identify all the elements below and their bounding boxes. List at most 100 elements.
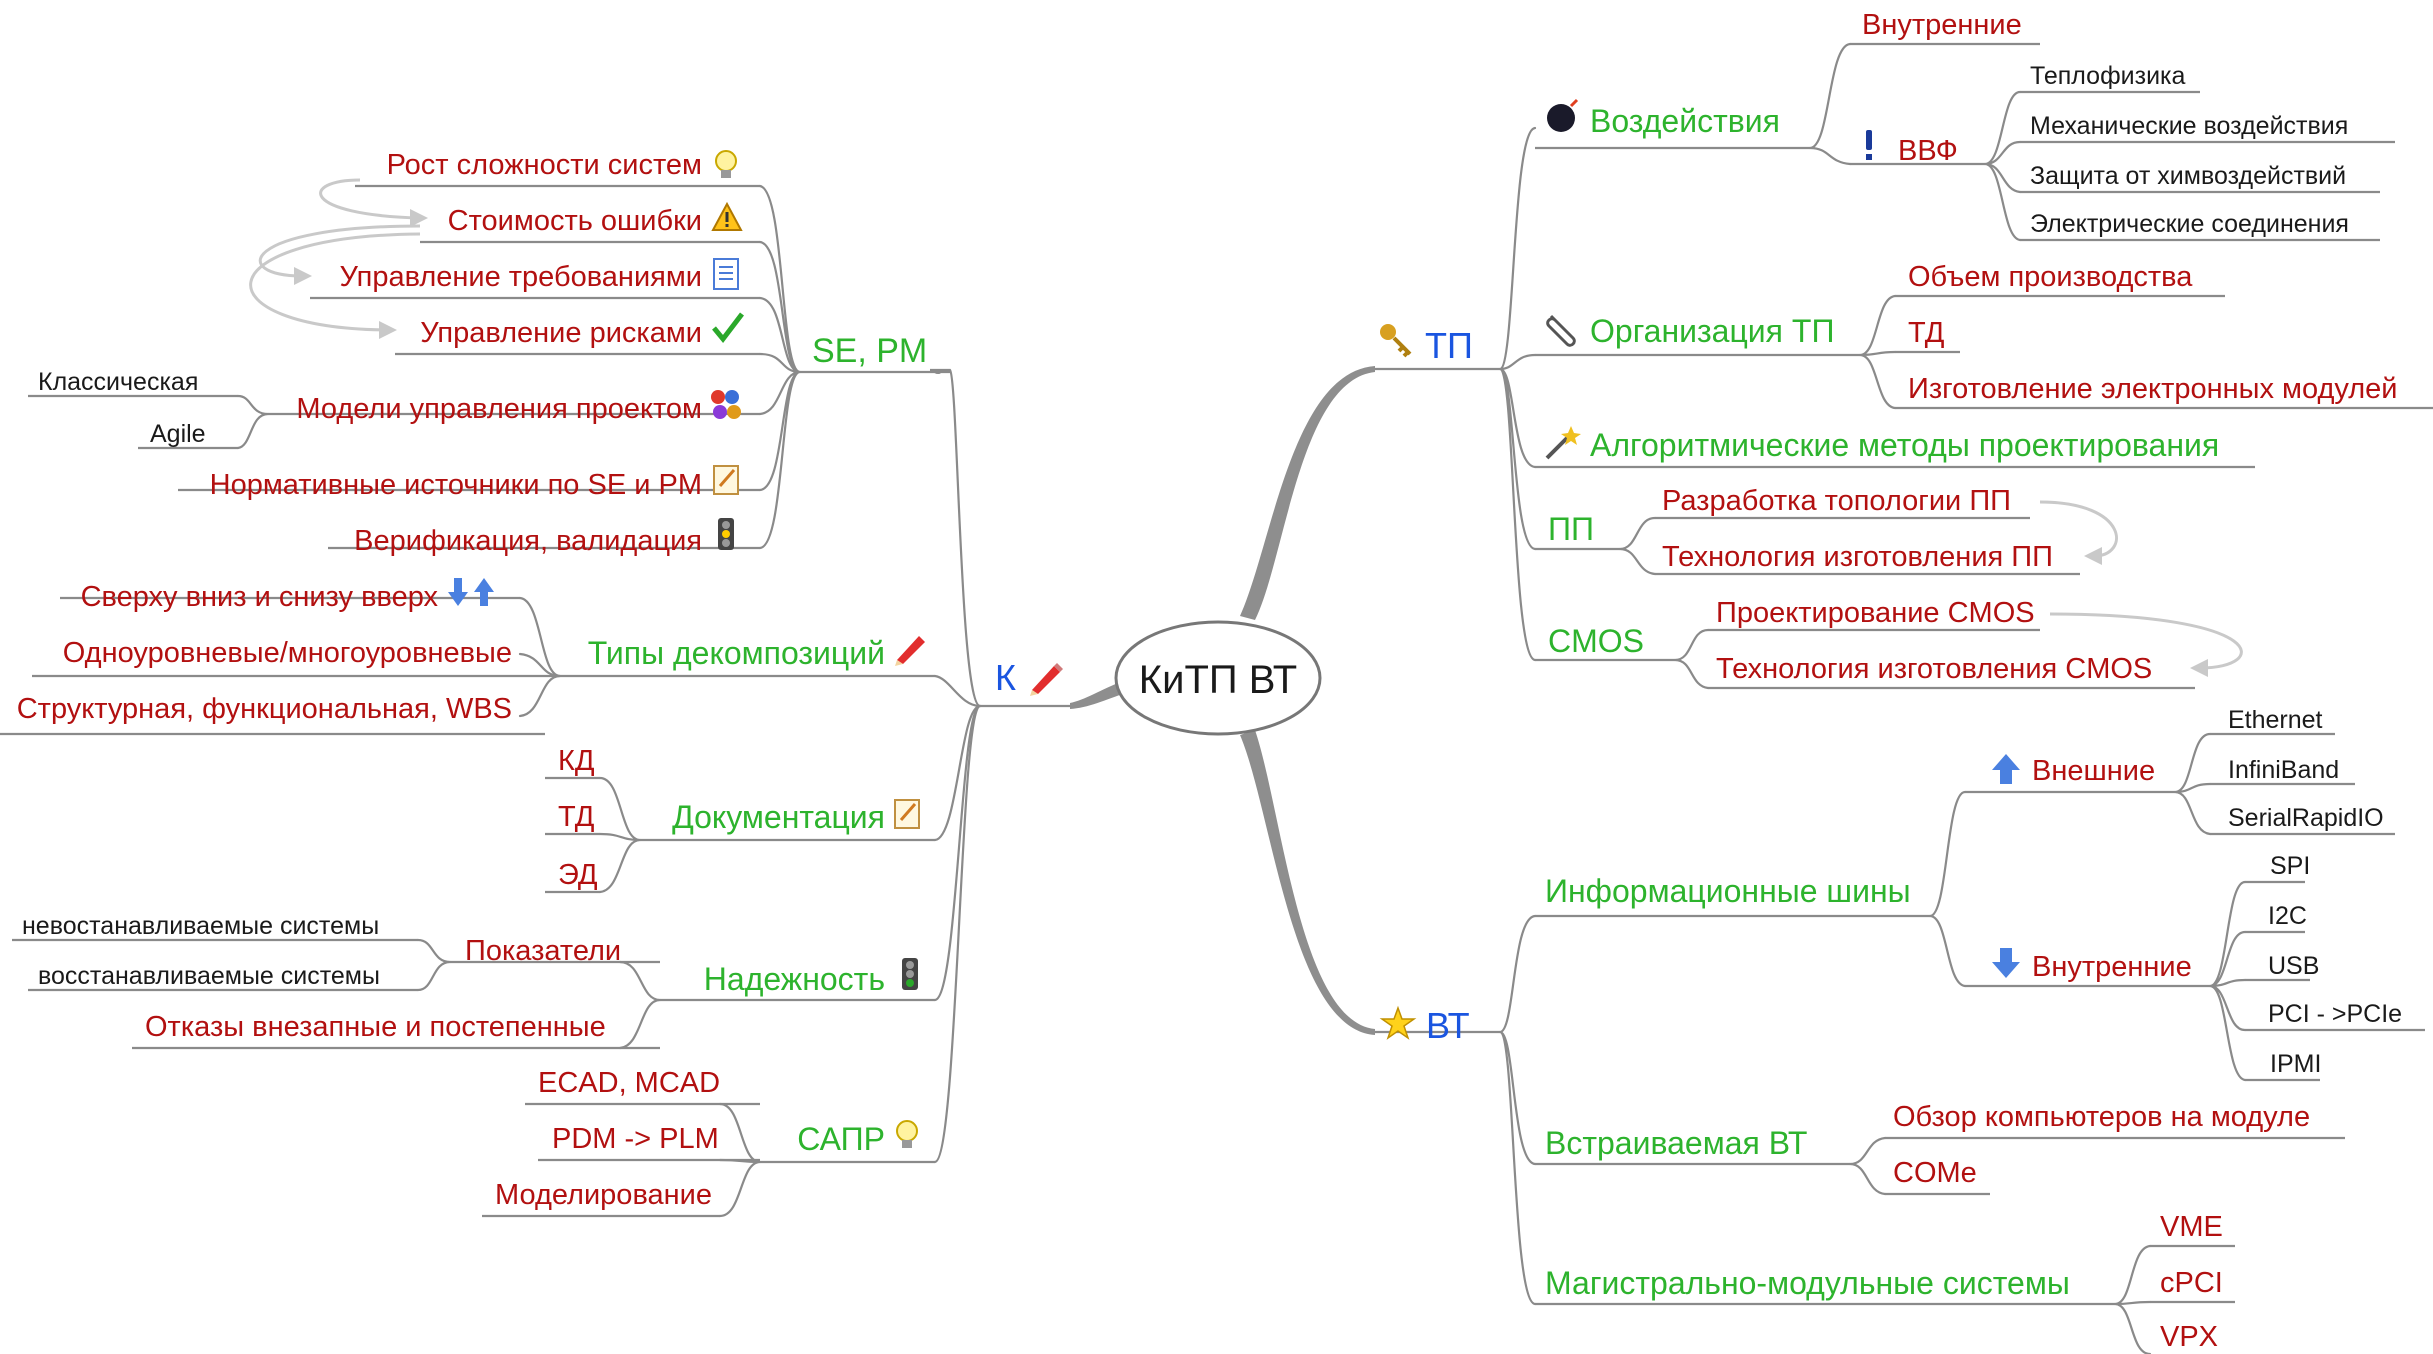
vvf-child-thermal[interactable]: Теплофизика bbox=[2030, 62, 2186, 90]
vvf-child-chemical[interactable]: Защита от химвоздействий bbox=[2030, 162, 2346, 190]
reliability-child-metrics[interactable]: Показатели bbox=[465, 935, 621, 967]
pcb-label[interactable]: ПП bbox=[1548, 511, 1594, 547]
edge-k-cad bbox=[933, 704, 982, 1164]
external-child-ethernet[interactable]: Ethernet bbox=[2228, 706, 2323, 734]
internal-child-usb[interactable]: USB bbox=[2268, 952, 2319, 980]
external-child-serialrapidio[interactable]: SerialRapidIO bbox=[2228, 804, 2384, 832]
modular-child-cpci[interactable]: cPCI bbox=[2160, 1267, 2223, 1299]
central-topic[interactable]: КиТП ВТ bbox=[1114, 620, 1322, 736]
decomp-child-topdown[interactable]: Сверху вниз и снизу вверх bbox=[81, 581, 439, 613]
note-icon bbox=[713, 465, 739, 495]
edge-metrics-children bbox=[416, 938, 452, 992]
internal-child-spi[interactable]: SPI bbox=[2270, 852, 2310, 880]
buses-label[interactable]: Информационные шины bbox=[1545, 873, 1911, 909]
right-top-subtree: ТП Воздействия Внутренние ВВФ Теплофизик… bbox=[1375, 9, 2433, 690]
metrics-child-nonrepairable[interactable]: невостанавливаемые системы bbox=[22, 912, 379, 940]
impact-label[interactable]: Воздействия bbox=[1590, 103, 1780, 139]
buses-child-internal[interactable]: Внутренние bbox=[2032, 951, 2192, 983]
pencil-icon bbox=[1030, 663, 1063, 696]
decomp-child-levels[interactable]: Одноуровневые/многоуровневые bbox=[63, 637, 512, 669]
cmos-child-design[interactable]: Проектирование CMOS bbox=[1716, 597, 2035, 629]
internal-child-ipmi[interactable]: IPMI bbox=[2270, 1050, 2321, 1078]
se-child-verification[interactable]: Верификация, валидация bbox=[354, 525, 702, 557]
edge-pcb-children bbox=[1618, 516, 1657, 576]
cmos-child-fabrication[interactable]: Технология изготовления CMOS bbox=[1716, 653, 2152, 685]
cad-child-modeling[interactable]: Моделирование bbox=[495, 1179, 712, 1211]
note-icon bbox=[894, 799, 920, 829]
k-label[interactable]: К bbox=[995, 657, 1016, 698]
edge-org-children bbox=[1858, 294, 1897, 410]
internal-child-i2c[interactable]: I2C bbox=[2268, 902, 2307, 930]
exclamation-icon bbox=[1866, 130, 1872, 160]
pm-model-classic[interactable]: Классическая bbox=[38, 368, 198, 396]
modular-child-vpx[interactable]: VPX bbox=[2160, 1321, 2218, 1353]
se-child-pm-models[interactable]: Модели управления проектом bbox=[296, 393, 702, 425]
buses-child-external[interactable]: Внешние bbox=[2032, 755, 2155, 787]
cad-child-pdm[interactable]: PDM -> PLM bbox=[552, 1123, 719, 1155]
edge-cmos-children bbox=[1673, 628, 1710, 690]
org-child-volume[interactable]: Объем производства bbox=[1908, 261, 2193, 293]
docs-child-kd[interactable]: КД bbox=[558, 745, 595, 777]
se-child-error-cost[interactable]: Стоимость ошибки bbox=[448, 205, 702, 237]
docs-child-ed[interactable]: ЭД bbox=[558, 859, 598, 891]
metrics-child-repairable[interactable]: восстанавливаемые системы bbox=[38, 962, 380, 990]
relation-arrow-cmos-design-to-fabrication bbox=[2049, 612, 2243, 670]
embedded-label[interactable]: Встраиваемая ВТ bbox=[1545, 1125, 1807, 1161]
edge-pm-models-children bbox=[236, 394, 270, 450]
list-icon bbox=[713, 258, 739, 290]
modular-label[interactable]: Магистрально-модульные системы bbox=[1545, 1265, 2070, 1301]
internal-child-pci[interactable]: PCI - >PCIe bbox=[2268, 1000, 2402, 1028]
docs-label[interactable]: Документация bbox=[672, 799, 885, 835]
arrows-down-up-icon bbox=[448, 578, 494, 606]
vvf-child-mechanical[interactable]: Механические воздействия bbox=[2030, 112, 2348, 140]
tp-label[interactable]: ТП bbox=[1425, 325, 1473, 366]
edge-modular-children bbox=[2113, 1244, 2152, 1354]
relation-arrow-error-to-requirements bbox=[258, 224, 421, 278]
se-child-standards[interactable]: Нормативные источники по SE и PM bbox=[210, 469, 702, 501]
pcb-child-fabrication[interactable]: Технология изготовления ПП bbox=[1662, 541, 2053, 573]
arrow-head bbox=[294, 267, 312, 285]
key-icon bbox=[1380, 324, 1412, 358]
decomp-label[interactable]: Типы декомпозиций bbox=[588, 635, 885, 671]
cad-child-ecad[interactable]: ECAD, MCAD bbox=[538, 1067, 720, 1099]
cad-label[interactable]: САПР bbox=[797, 1121, 885, 1157]
impact-child-vvf[interactable]: ВВФ bbox=[1898, 135, 1958, 167]
external-child-infiniband[interactable]: InfiniBand bbox=[2228, 756, 2339, 784]
impact-child-internal[interactable]: Внутренние bbox=[1862, 9, 2022, 41]
modular-child-vme[interactable]: VME bbox=[2160, 1211, 2223, 1243]
cmos-label[interactable]: CMOS bbox=[1548, 623, 1644, 659]
se-child-requirements[interactable]: Управление требованиями bbox=[340, 261, 703, 293]
se-child-risks[interactable]: Управление рисками bbox=[420, 317, 702, 349]
org-label[interactable]: Организация ТП bbox=[1590, 313, 1834, 349]
central-topic-shape bbox=[1114, 620, 1322, 736]
central-topic-label: КиТП ВТ bbox=[1139, 658, 1297, 702]
arrow-head bbox=[410, 209, 428, 227]
se-child-complexity[interactable]: Рост сложности систем bbox=[387, 149, 702, 181]
arrow-down-icon bbox=[1992, 948, 2020, 978]
reliability-child-failures[interactable]: Отказы внезапные и постепенные bbox=[145, 1011, 606, 1043]
edge-external-children bbox=[2173, 732, 2212, 836]
pm-model-agile[interactable]: Agile bbox=[150, 420, 206, 448]
bomb-icon bbox=[1547, 98, 1579, 132]
org-child-td[interactable]: ТД bbox=[1908, 317, 1945, 349]
edge-k-docs bbox=[933, 704, 982, 842]
se-pm-label[interactable]: SE, PM bbox=[812, 332, 927, 370]
edge-vvf-children bbox=[1983, 90, 2022, 242]
relation-arrow-error-to-risks bbox=[249, 232, 421, 332]
checkmark-icon bbox=[712, 312, 744, 344]
embedded-child-come[interactable]: COMe bbox=[1893, 1157, 1977, 1189]
decomp-child-structural[interactable]: Структурная, функциональная, WBS bbox=[17, 693, 512, 725]
star-icon bbox=[1379, 1005, 1417, 1040]
pencil-icon bbox=[895, 636, 925, 666]
embedded-child-com[interactable]: Обзор компьютеров на модуле bbox=[1893, 1101, 2310, 1133]
pcb-child-topology[interactable]: Разработка топологии ПП bbox=[1662, 485, 2011, 517]
docs-child-td[interactable]: ТД bbox=[558, 801, 595, 833]
lightbulb-icon bbox=[896, 1120, 918, 1148]
vvf-child-electrical[interactable]: Электрические соединения bbox=[2030, 210, 2349, 238]
reliability-label[interactable]: Надежность bbox=[704, 961, 885, 997]
vt-label[interactable]: ВТ bbox=[1426, 1005, 1470, 1046]
org-child-modules[interactable]: Изготовление электронных модулей bbox=[1908, 373, 2398, 405]
edge-k-decomp bbox=[933, 674, 982, 708]
algo-label[interactable]: Алгоритмические методы проектирования bbox=[1590, 427, 2219, 463]
